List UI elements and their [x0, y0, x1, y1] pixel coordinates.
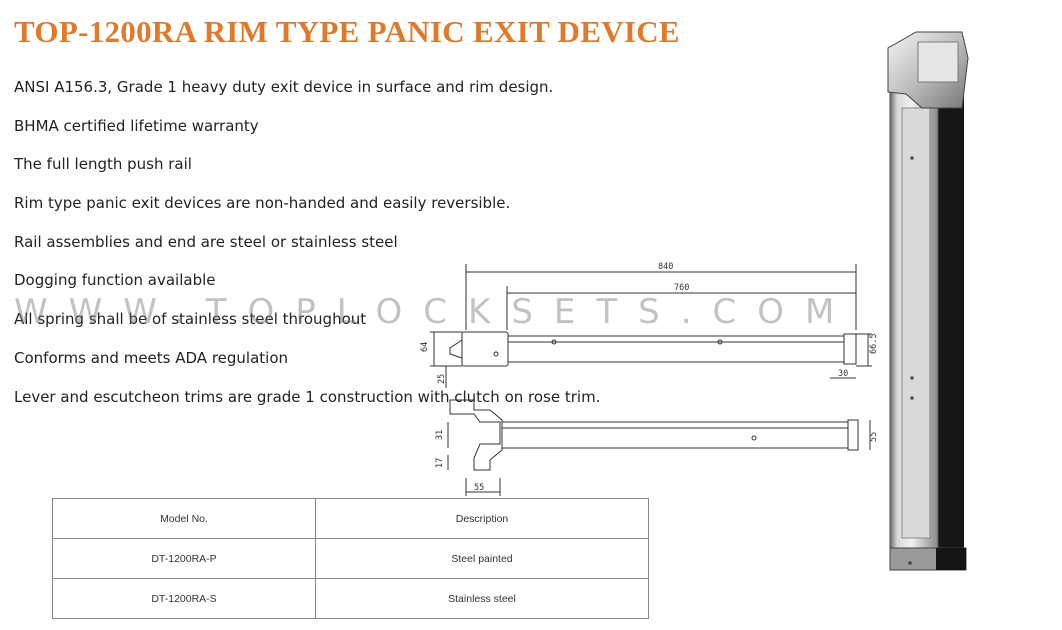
table-cell: Steel painted	[315, 538, 649, 579]
dimension-label: 17	[435, 458, 445, 468]
feature-item: Conforms and meets ADA regulation	[14, 348, 288, 367]
feature-item: All spring shall be of stainless steel t…	[14, 310, 367, 329]
dimension-label: 55	[869, 432, 879, 442]
feature-item: ANSI A156.3, Grade 1 heavy duty exit dev…	[14, 78, 554, 96]
dimension-label: 31	[435, 430, 445, 440]
table-row: DT-1200RA-S Stainless steel	[52, 578, 649, 619]
dimension-label: 55	[474, 483, 484, 493]
dimension-label: 25	[437, 374, 447, 384]
feature-item: BHMA certified lifetime warranty	[14, 116, 259, 135]
model-table: Model No. Description DT-1200RA-P Steel …	[52, 498, 649, 619]
table-header-row: Model No. Description	[52, 498, 649, 539]
dimension-label: 30	[838, 369, 848, 379]
table-cell: Stainless steel	[315, 578, 649, 619]
feature-list: ANSI A156.3, Grade 1 heavy duty exit dev…	[14, 76, 600, 424]
feature-item: Rim type panic exit devices are non-hand…	[14, 194, 511, 213]
dimension-label: 840	[658, 262, 673, 272]
feature-item: The full length push rail	[14, 155, 192, 174]
dimension-label: 64	[420, 342, 430, 352]
watermark: WWW.TOPLOCKSETS.COM	[14, 292, 856, 332]
feature-item: Rail assemblies and end are steel or sta…	[14, 232, 398, 251]
column-header: Description	[315, 498, 649, 539]
page-title: TOP-1200RA RIM TYPE PANIC EXIT DEVICE	[14, 14, 680, 49]
table-row: DT-1200RA-P Steel painted	[52, 538, 649, 579]
feature-item: Dogging function available	[14, 271, 216, 290]
dimension-label: 66.5	[869, 334, 879, 354]
product-image	[887, 31, 969, 571]
table-cell: DT-1200RA-P	[52, 538, 316, 579]
dimension-drawing: 840 760 64 25 66.5 30 31 17 55 55	[420, 262, 879, 496]
dimension-label: 760	[674, 283, 689, 293]
feature-item: Lever and escutcheon trims are grade 1 c…	[14, 387, 601, 406]
column-header: Model No.	[52, 498, 316, 539]
table-cell: DT-1200RA-S	[52, 578, 316, 619]
